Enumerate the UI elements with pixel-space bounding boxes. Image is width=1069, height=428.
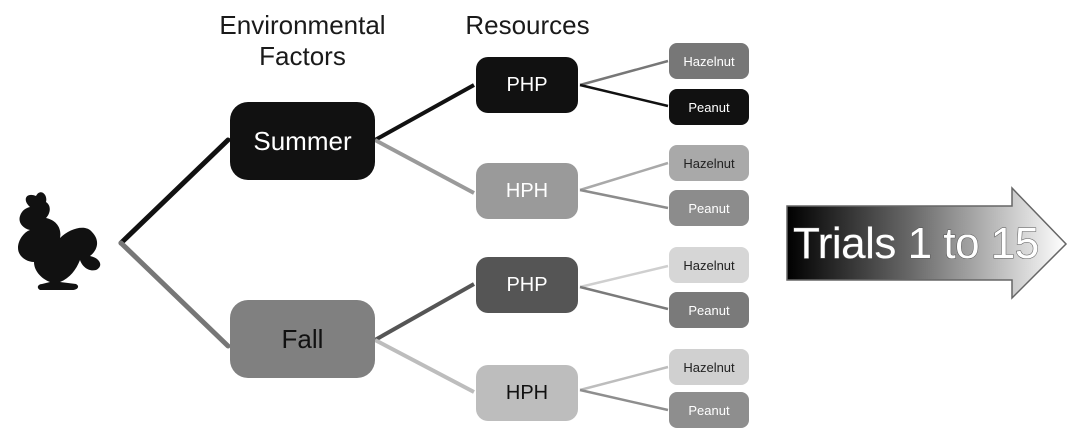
- line-fall-hph: [374, 338, 475, 394]
- header-environmental-line1: Environmental: [219, 10, 386, 40]
- leaf-node-peanut: Peanut: [669, 292, 749, 328]
- line-php2-peanut: [579, 285, 669, 311]
- header-resources: Resources: [465, 10, 590, 40]
- line-summer-hph: [374, 138, 475, 195]
- line-summer-php: [374, 83, 475, 142]
- line-hph1-hazelnut: [579, 161, 669, 192]
- line-hph2-peanut: [579, 388, 669, 412]
- leaf-node-hazelnut: Hazelnut: [669, 43, 749, 79]
- leaf-node-hazelnut: Hazelnut: [669, 247, 749, 283]
- line-php1-hazelnut: [579, 59, 669, 87]
- trials-arrow: Trials 1 to 15: [785, 188, 1069, 300]
- resource-node-summer-hph: HPH: [476, 163, 578, 219]
- leaf-node-hazelnut: Hazelnut: [669, 145, 749, 181]
- header-environmental-line2: Factors: [259, 41, 346, 71]
- resource-node-summer-php: PHP: [476, 57, 578, 113]
- line-hph2-hazelnut: [579, 365, 669, 392]
- resource-node-fall-hph: HPH: [476, 365, 578, 421]
- header-environmental-factors: Environmental Factors: [195, 10, 410, 72]
- leaf-node-peanut: Peanut: [669, 89, 749, 125]
- trials-arrow-shape: [786, 186, 1068, 300]
- squirrel-icon: [18, 192, 101, 290]
- trials-arrow-label: Trials 1 to 15: [793, 219, 1040, 269]
- line-hph1-peanut: [579, 188, 669, 210]
- resource-node-fall-php: PHP: [476, 257, 578, 313]
- line-php1-peanut: [579, 83, 669, 108]
- season-node-fall: Fall: [230, 300, 375, 378]
- line-root-summer: [118, 137, 231, 246]
- line-root-fall: [118, 240, 231, 349]
- season-node-summer: Summer: [230, 102, 375, 180]
- line-php2-hazelnut: [579, 264, 669, 289]
- leaf-node-peanut: Peanut: [669, 190, 749, 226]
- line-fall-php: [374, 282, 475, 342]
- leaf-node-hazelnut: Hazelnut: [669, 349, 749, 385]
- leaf-node-peanut: Peanut: [669, 392, 749, 428]
